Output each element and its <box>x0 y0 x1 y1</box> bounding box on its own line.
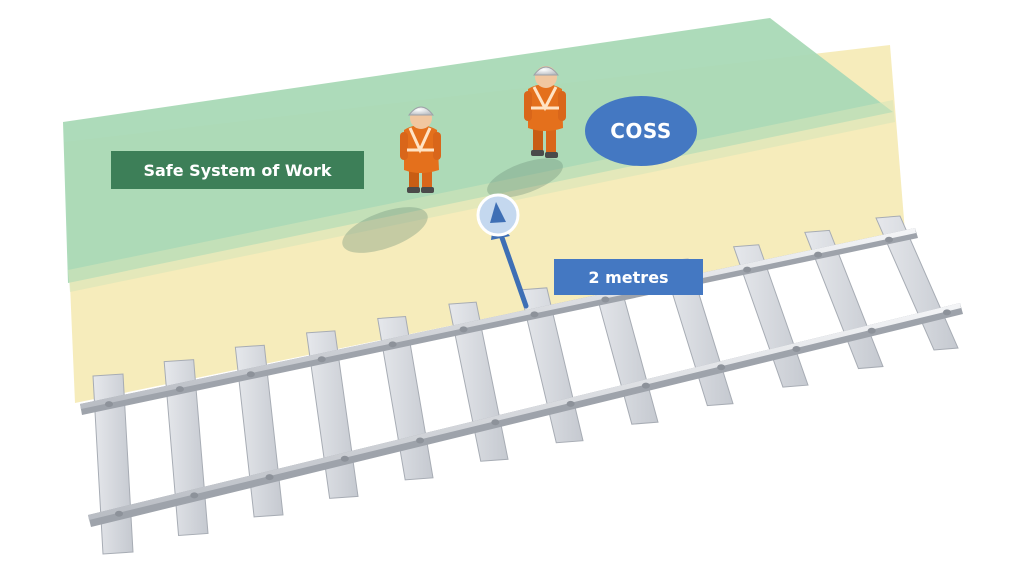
rail-upper <box>80 228 918 415</box>
rail-clip <box>175 386 184 393</box>
rail-clip <box>943 309 951 316</box>
distance-arrow <box>476 193 529 309</box>
distance-label: 2 metres <box>554 259 703 295</box>
rail-clip <box>105 401 113 408</box>
rail-clip <box>867 327 876 334</box>
rail-clip <box>814 251 823 258</box>
rail-clip <box>190 492 199 499</box>
rail-clip <box>743 266 752 273</box>
rail-clip <box>388 341 397 348</box>
rail-clip <box>491 419 500 426</box>
safe-zone <box>63 18 893 283</box>
rail-clip <box>246 371 255 378</box>
rail-clip <box>566 400 575 407</box>
worker-shadows <box>342 158 563 253</box>
worker-right <box>524 66 566 158</box>
rail-clip <box>885 236 893 243</box>
rail-clip <box>340 455 349 462</box>
rail-clip <box>530 311 539 318</box>
rail-clips <box>105 236 951 517</box>
rail-clip <box>317 356 326 363</box>
rail-clip <box>717 364 726 371</box>
rails <box>80 228 963 527</box>
rail-clip <box>115 510 123 517</box>
rail-clip <box>265 474 274 481</box>
rail-clip <box>792 346 801 353</box>
rail-lower <box>88 303 963 527</box>
rail-clip <box>641 382 650 389</box>
rail-clip <box>416 437 425 444</box>
safe-system-label: Safe System of Work <box>111 151 364 189</box>
coss-label: COSS <box>585 96 697 166</box>
rail-clip <box>459 326 468 333</box>
rail-clip <box>601 296 610 303</box>
worker-left <box>400 106 441 193</box>
